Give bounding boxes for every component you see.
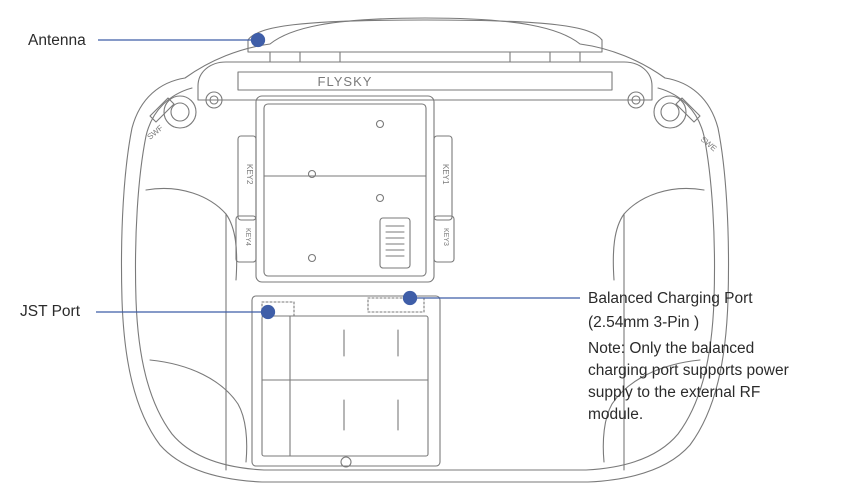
vent-slots — [385, 225, 405, 257]
jst-callout-dot — [260, 304, 276, 320]
key-panel-right — [433, 135, 453, 221]
center-panel — [255, 95, 435, 283]
key-panel-right-lower — [433, 215, 455, 263]
note-line: Note: Only the balanced — [588, 340, 755, 357]
battery-compartment — [251, 295, 441, 467]
right-screw-inner — [631, 95, 641, 105]
right-toggle-switch — [675, 97, 701, 123]
key4-label: KEY4 — [244, 228, 251, 246]
panel-screw — [307, 169, 317, 179]
note-line: supply to the external RF — [588, 384, 761, 401]
balanced-callout-dot — [402, 290, 418, 306]
balanced-port-spec: (2.54mm 3-Pin ) — [588, 314, 700, 331]
handle-bar — [197, 61, 653, 101]
balanced-port-note: Note: Only the balanced charging port su… — [588, 338, 789, 426]
right-knob — [653, 95, 687, 129]
left-screw — [205, 91, 223, 109]
key1-label: KEY1 — [441, 164, 450, 185]
balanced-port-title: Balanced Charging Port — [588, 290, 753, 307]
transmitter-body-outline — [120, 17, 730, 483]
vent-grille — [379, 217, 411, 269]
left-toggle-switch — [149, 97, 175, 123]
panel-screw — [375, 193, 385, 203]
balanced-port-outline — [367, 297, 425, 313]
jst-port-label: JST Port — [20, 303, 81, 320]
key-panel-left — [237, 135, 257, 221]
key-panel-left-lower — [235, 215, 257, 263]
battery-compartment-inner — [261, 315, 429, 457]
key2-label: KEY2 — [245, 164, 254, 185]
compartment-screw — [340, 456, 352, 468]
right-grip-contour — [612, 187, 705, 281]
antenna-callout-dot — [250, 32, 266, 48]
note-line: charging port supports power — [588, 362, 789, 379]
center-panel-inner — [263, 103, 427, 277]
left-grip-contour — [145, 187, 238, 281]
antenna-label: Antenna — [28, 32, 86, 49]
panel-screw — [307, 253, 317, 263]
left-knob-inner — [170, 102, 190, 122]
right-knob-inner — [660, 102, 680, 122]
left-screw-inner — [209, 95, 219, 105]
brand-logo: FLYSKY — [318, 74, 373, 89]
left-knob — [163, 95, 197, 129]
transmitter-body-inner — [134, 87, 716, 471]
handle-inner — [237, 71, 613, 91]
handle-ribs — [269, 51, 581, 63]
swe-label: SWE — [699, 135, 719, 154]
right-screw — [627, 91, 645, 109]
battery-dividers — [261, 315, 429, 457]
note-line: module. — [588, 406, 644, 423]
antenna-housing — [247, 19, 603, 53]
key3-label: KEY3 — [442, 228, 449, 246]
left-lower-grip — [149, 359, 248, 463]
panel-screw — [375, 119, 385, 129]
swf-label: SWF — [146, 123, 165, 141]
right-lower-grip — [602, 359, 701, 463]
